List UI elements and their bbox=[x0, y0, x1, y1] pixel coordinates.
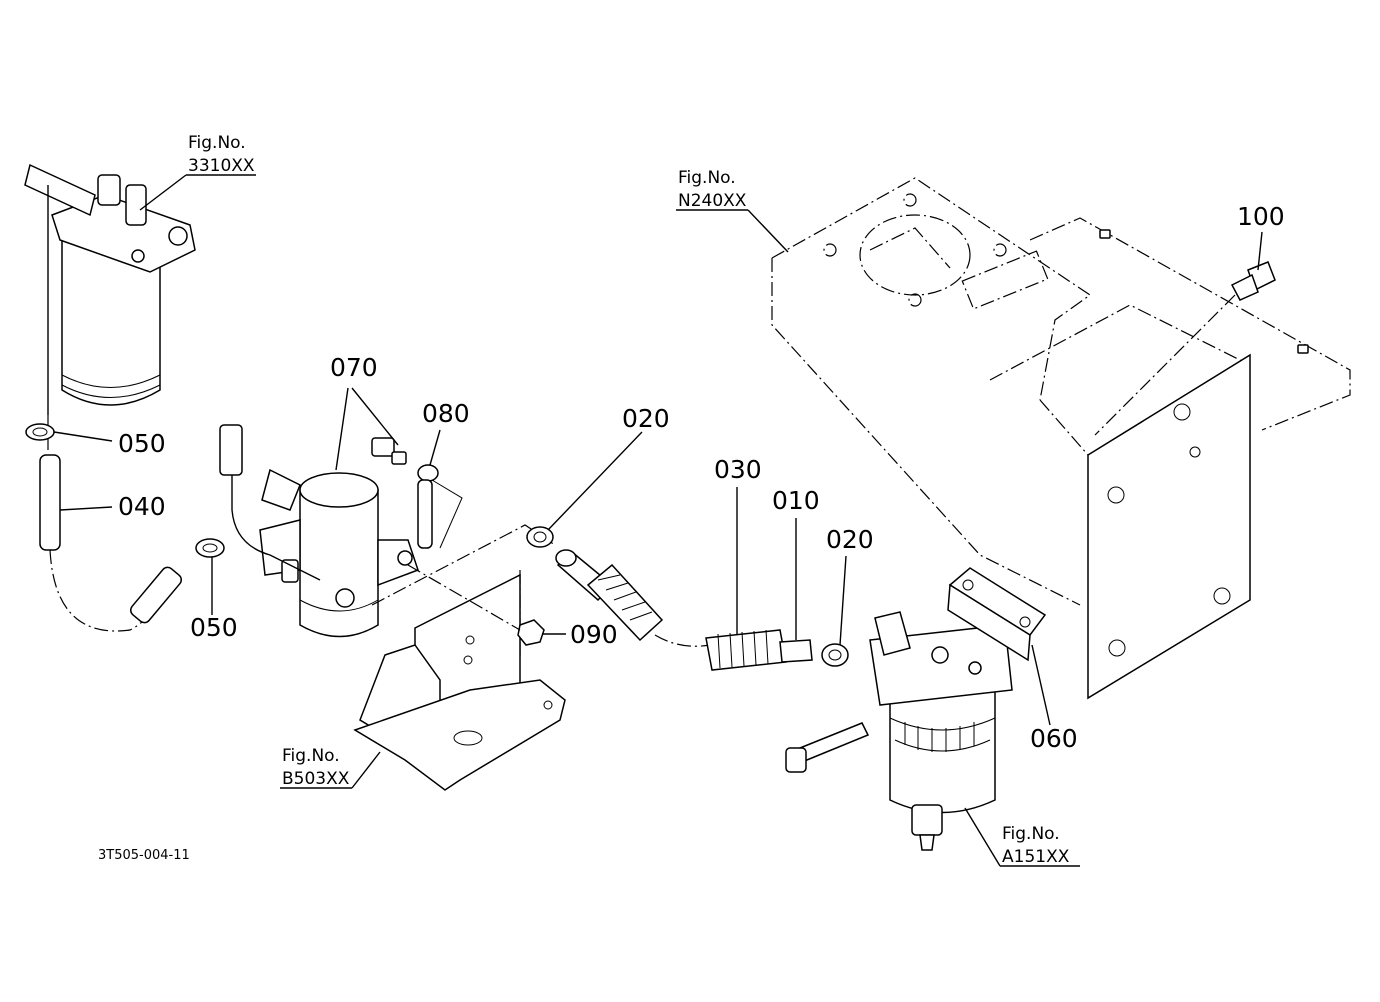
hose-path bbox=[654, 634, 711, 647]
bolt bbox=[785, 722, 870, 773]
plate-060 bbox=[947, 567, 1047, 662]
part-label-020-left: 020 bbox=[622, 404, 670, 433]
nut-090 bbox=[407, 564, 545, 646]
fuel-filter-top-left bbox=[24, 163, 196, 450]
fig-ref-n240-code: N240XX bbox=[678, 191, 747, 211]
part-label-020-right: 020 bbox=[826, 525, 874, 554]
hose-clamp-050-top bbox=[25, 423, 55, 441]
hose-clamp-050-middle bbox=[195, 538, 225, 558]
part-label-050-middle: 050 bbox=[190, 613, 238, 642]
part-label-050-top: 050 bbox=[118, 429, 166, 458]
clip-020-right bbox=[821, 643, 849, 667]
spring-tube-left bbox=[555, 549, 664, 642]
spring-030 bbox=[705, 629, 787, 671]
fuel-pump-070 bbox=[219, 424, 419, 638]
part-label-080: 080 bbox=[422, 399, 470, 428]
fig-ref-a151-code: A151XX bbox=[1002, 847, 1070, 867]
part-label-010: 010 bbox=[772, 486, 820, 515]
fitting-100 bbox=[1094, 261, 1276, 436]
fig-ref-3310-title: Fig.No. bbox=[188, 133, 246, 153]
bracket-b503 bbox=[353, 524, 566, 791]
tube-010 bbox=[779, 639, 813, 663]
fig-ref-n240-title: Fig.No. bbox=[678, 168, 736, 188]
fig-ref-b503-code: B503XX bbox=[282, 769, 350, 789]
part-label-100: 100 bbox=[1237, 202, 1285, 231]
part-label-060: 060 bbox=[1030, 724, 1078, 753]
water-separator-a151 bbox=[869, 611, 1013, 851]
screw-070 bbox=[371, 437, 407, 465]
mounting-plate-n240 bbox=[771, 177, 1351, 700]
washer-080 bbox=[417, 464, 463, 549]
fig-ref-b503-title: Fig.No. bbox=[282, 746, 340, 766]
part-label-040: 040 bbox=[118, 492, 166, 521]
fig-ref-a151-title: Fig.No. bbox=[1002, 824, 1060, 844]
part-label-070: 070 bbox=[330, 353, 378, 382]
part-label-090: 090 bbox=[570, 620, 618, 649]
hose-piece bbox=[129, 566, 183, 624]
drawing-code: 3T505-004-11 bbox=[98, 848, 190, 863]
fig-ref-3310-code: 3310XX bbox=[188, 156, 255, 176]
leader-lines bbox=[53, 174, 1263, 867]
clip-020-left bbox=[526, 526, 554, 548]
part-label-030: 030 bbox=[714, 455, 762, 484]
